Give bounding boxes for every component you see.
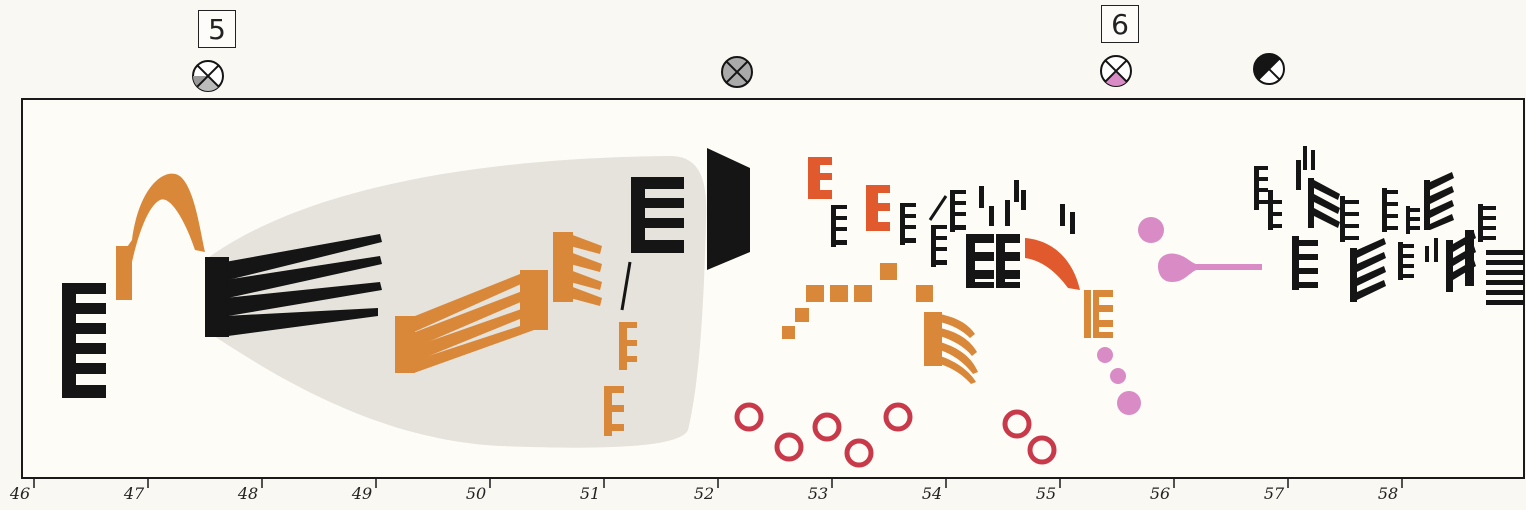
orange-fan-comb-2 [553, 232, 602, 306]
orange-fan-comb-1 [395, 270, 548, 373]
red-e-1 [808, 157, 832, 199]
black-slash-2 [928, 195, 948, 221]
orange-squares [782, 263, 933, 339]
black-slash [620, 261, 632, 311]
orange-e-2 [604, 386, 624, 436]
axis-tick-label: 55 [1035, 484, 1057, 503]
rehearsal-mark-6: 6 [1101, 5, 1139, 43]
axis-tick-label: 54 [921, 484, 943, 503]
axis-tick-label: 47 [123, 484, 145, 503]
axis-tick-label: 52 [693, 484, 715, 503]
black-comb-1 [62, 283, 106, 398]
black-comb-2 [631, 177, 684, 253]
axis-tick-label: 48 [237, 484, 259, 503]
orange-fan-comb-3 [924, 312, 978, 384]
axis-tick-label: 58 [1377, 484, 1399, 503]
black-e-cluster [831, 180, 1075, 267]
crossed-circle-marker-4 [1253, 53, 1285, 85]
pink-dots [1097, 217, 1164, 415]
black-trapezoid [707, 148, 750, 270]
axis-tick-label: 51 [579, 484, 601, 503]
orange-e-3 [1084, 290, 1113, 338]
black-fan-comb [205, 234, 382, 337]
axis-tick-label: 46 [9, 484, 31, 503]
rehearsal-mark-5: 5 [198, 10, 236, 48]
axis-tick-label: 53 [807, 484, 829, 503]
orange-e-1 [619, 322, 637, 370]
axis-tick-label: 57 [1263, 484, 1285, 503]
red-e-2 [866, 185, 890, 231]
axis-tick-label: 50 [465, 484, 487, 503]
crimson-rings [734, 402, 1057, 468]
axis-tick-label: 56 [1149, 484, 1171, 503]
crossed-circle-marker-3 [1100, 55, 1132, 87]
crossed-circle-marker-2 [721, 56, 753, 88]
orange-arch [116, 173, 205, 300]
black-bold-e-pair [966, 234, 1020, 288]
pink-tadpole [1158, 253, 1262, 282]
axis-tick-label: 49 [351, 484, 373, 503]
time-axis [33, 478, 1403, 488]
red-wedge [1025, 238, 1080, 290]
black-right-cluster [1254, 146, 1524, 305]
crossed-circle-marker-1 [192, 60, 224, 92]
